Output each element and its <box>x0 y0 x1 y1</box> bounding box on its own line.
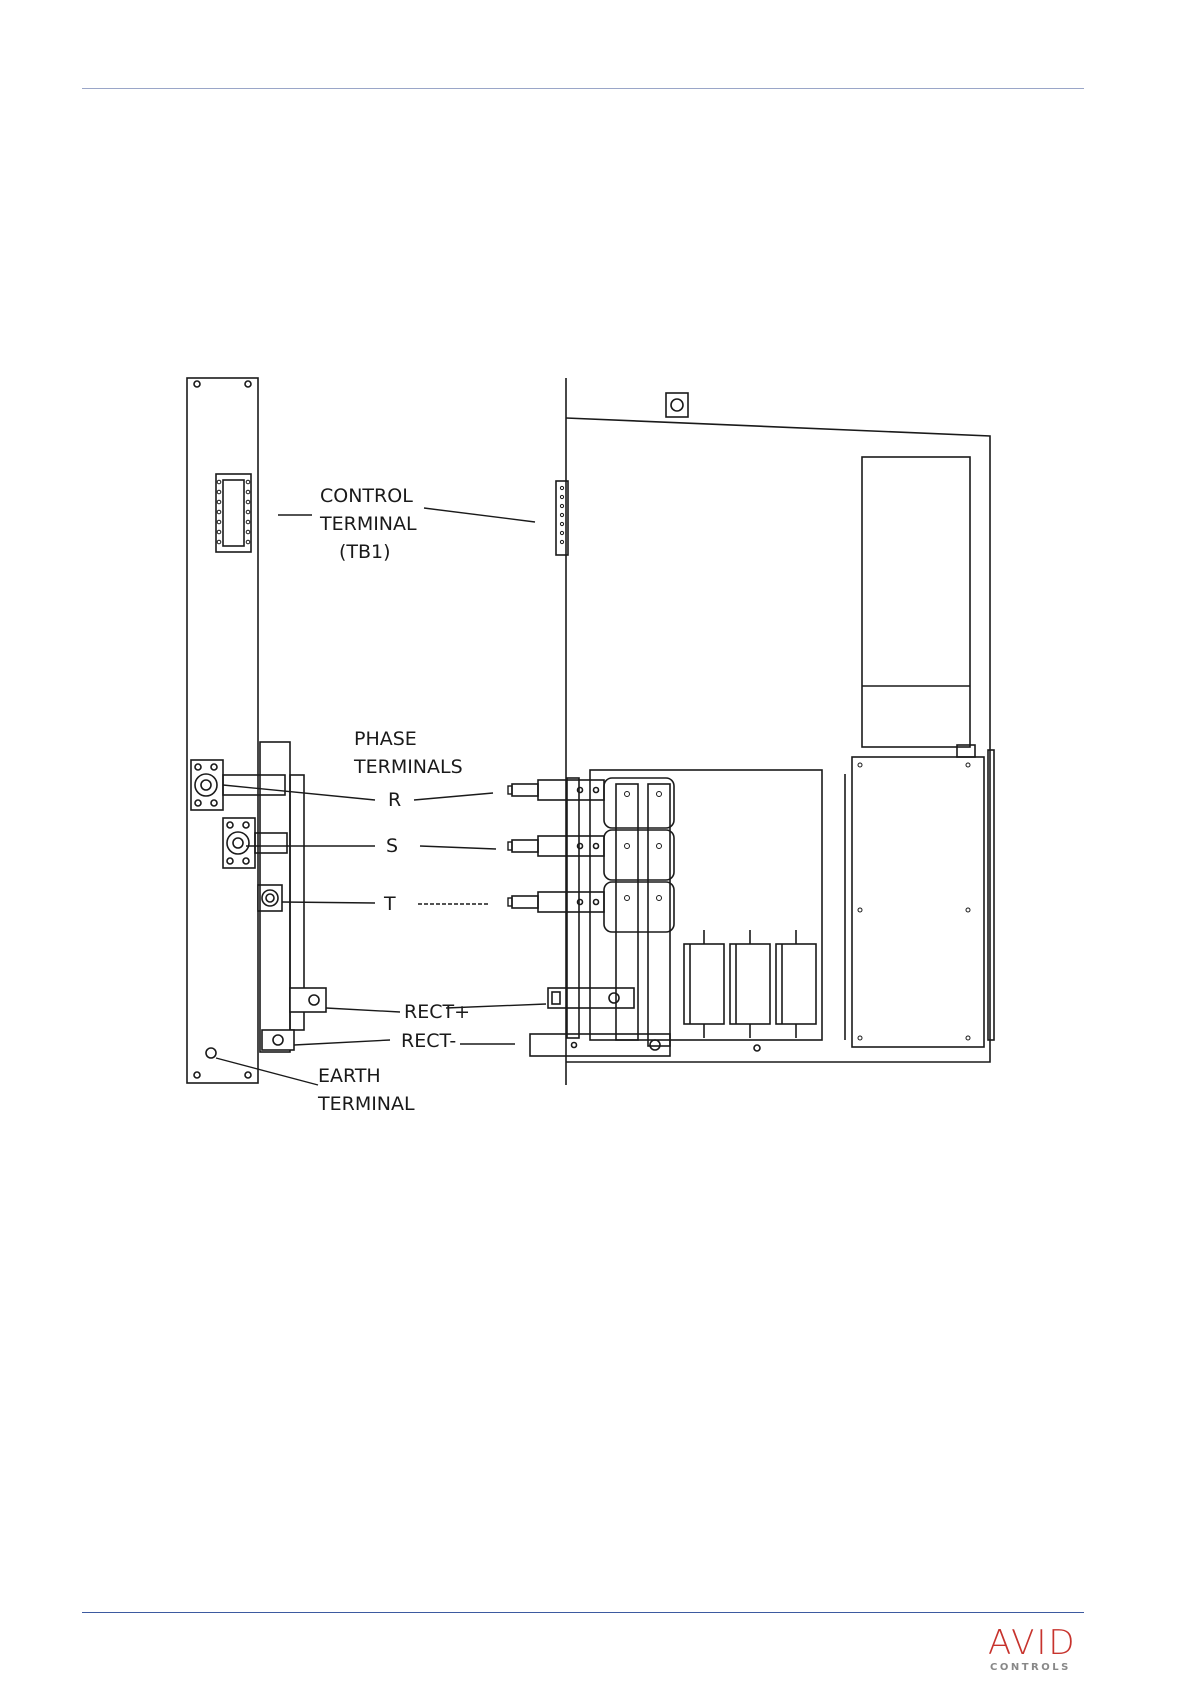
component-packs <box>684 930 816 1051</box>
earth-terminal-label-line1: EARTH <box>318 1065 381 1087</box>
logo-subtitle: CONTROLS <box>990 1662 1071 1674</box>
phase-bus-blocks <box>604 778 674 1046</box>
cabinet-rect-minus-bar <box>530 1034 670 1056</box>
earth-terminal-label-line2: TERMINAL <box>317 1093 415 1115</box>
control-terminal-label-line3: (TB1) <box>339 541 391 563</box>
phase-t-label: T <box>383 893 396 915</box>
control-terminal-label-line2: TERMINAL <box>319 513 417 535</box>
cabinet-rect-plus-bar <box>548 988 634 1008</box>
avid-controls-logo: AVID CONTROLS <box>988 1624 1078 1678</box>
phase-pins <box>508 786 512 906</box>
footer-rule <box>82 1612 1084 1613</box>
phase-r-label: R <box>388 789 401 811</box>
panel-rect-plus-lug <box>290 988 326 1012</box>
phase-terminals-label-line2: TERMINALS <box>353 756 463 778</box>
phase-terminals-label-line1: PHASE <box>354 728 417 750</box>
phase-s-label: S <box>386 835 398 857</box>
rect-minus-label: RECT- <box>401 1030 456 1052</box>
control-terminal-label-line1: CONTROL <box>320 485 413 507</box>
drive-cabinet <box>512 378 994 1085</box>
panel-phase-s-lug <box>223 818 287 868</box>
leader-lines <box>216 508 546 1085</box>
panel-phase-t-lug <box>258 885 282 911</box>
side-panel <box>187 378 326 1083</box>
panel-rect-minus-lug <box>262 1030 294 1050</box>
rect-plus-label: RECT+ <box>404 1001 470 1023</box>
logo-wordmark: AVID <box>988 1624 1077 1662</box>
